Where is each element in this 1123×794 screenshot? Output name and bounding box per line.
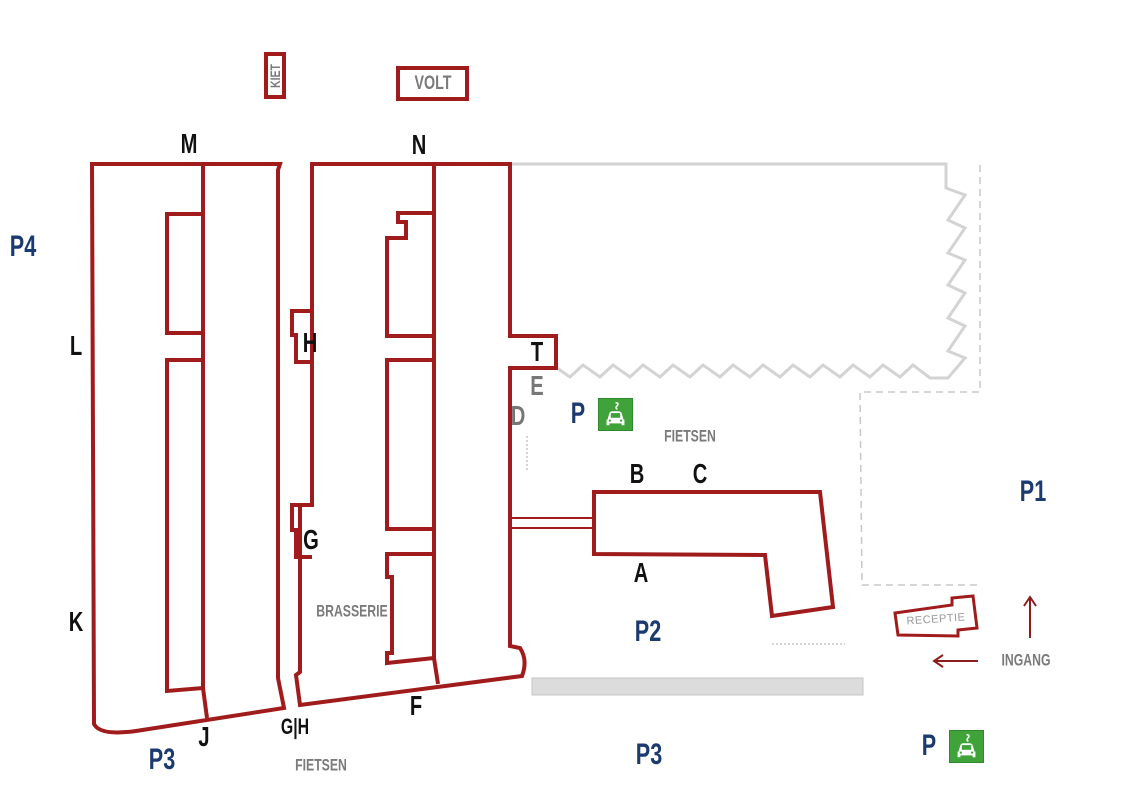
parking-p3-left-label: P3	[148, 743, 176, 776]
ingang-label: INGANG	[1001, 650, 1051, 670]
receptie-outline	[893, 594, 979, 638]
building-kiet-label: KIET	[267, 63, 283, 88]
arrow-left-icon	[932, 654, 978, 668]
parking-p1-label: P1	[1019, 475, 1047, 508]
parking-p4-label: P4	[9, 230, 37, 263]
ev-charging-car-icon	[949, 730, 984, 763]
building-left	[89, 162, 287, 735]
building-kiet: KIET	[264, 52, 286, 99]
zone-a-label: A	[633, 557, 649, 588]
parking-p2-label: P2	[634, 615, 662, 648]
zone-h-label: H	[302, 327, 318, 358]
zone-n-label: N	[411, 129, 427, 160]
zone-j-label: J	[198, 721, 210, 752]
zone-d-label: D	[510, 400, 526, 431]
arrow-up-icon	[1023, 595, 1037, 638]
fietsen-bottom-label: FIETSEN	[295, 755, 347, 775]
brasserie-label: BRASSERIE	[316, 601, 388, 621]
zone-m-label: M	[180, 128, 198, 159]
zone-t-label: T	[530, 336, 544, 367]
fietsen-top-label: FIETSEN	[664, 426, 716, 446]
neighbor-building-outline	[510, 162, 968, 380]
zone-f-label: F	[409, 690, 423, 721]
zone-k-label: K	[68, 606, 84, 637]
zone-e-label: E	[530, 370, 544, 401]
ev-charging-car-icon	[598, 398, 633, 431]
building-volt: VOLT	[396, 66, 469, 101]
building-middle	[290, 162, 594, 708]
zone-l-label: L	[69, 330, 83, 361]
zone-gh-label: G|H	[280, 714, 310, 739]
building-volt-label: VOLT	[414, 72, 451, 94]
parking-p1-boundary	[859, 165, 982, 586]
zone-b-label: B	[629, 458, 645, 489]
zone-g-label: G	[303, 524, 319, 555]
parking-p3-bottom-label: P3	[635, 738, 663, 771]
parking-ev-top-label: P	[570, 397, 586, 430]
building-abc	[592, 490, 836, 619]
zone-c-label: C	[692, 458, 708, 489]
bike-rack-bar	[531, 677, 864, 696]
parking-ev-bottom-label: P	[921, 729, 937, 762]
